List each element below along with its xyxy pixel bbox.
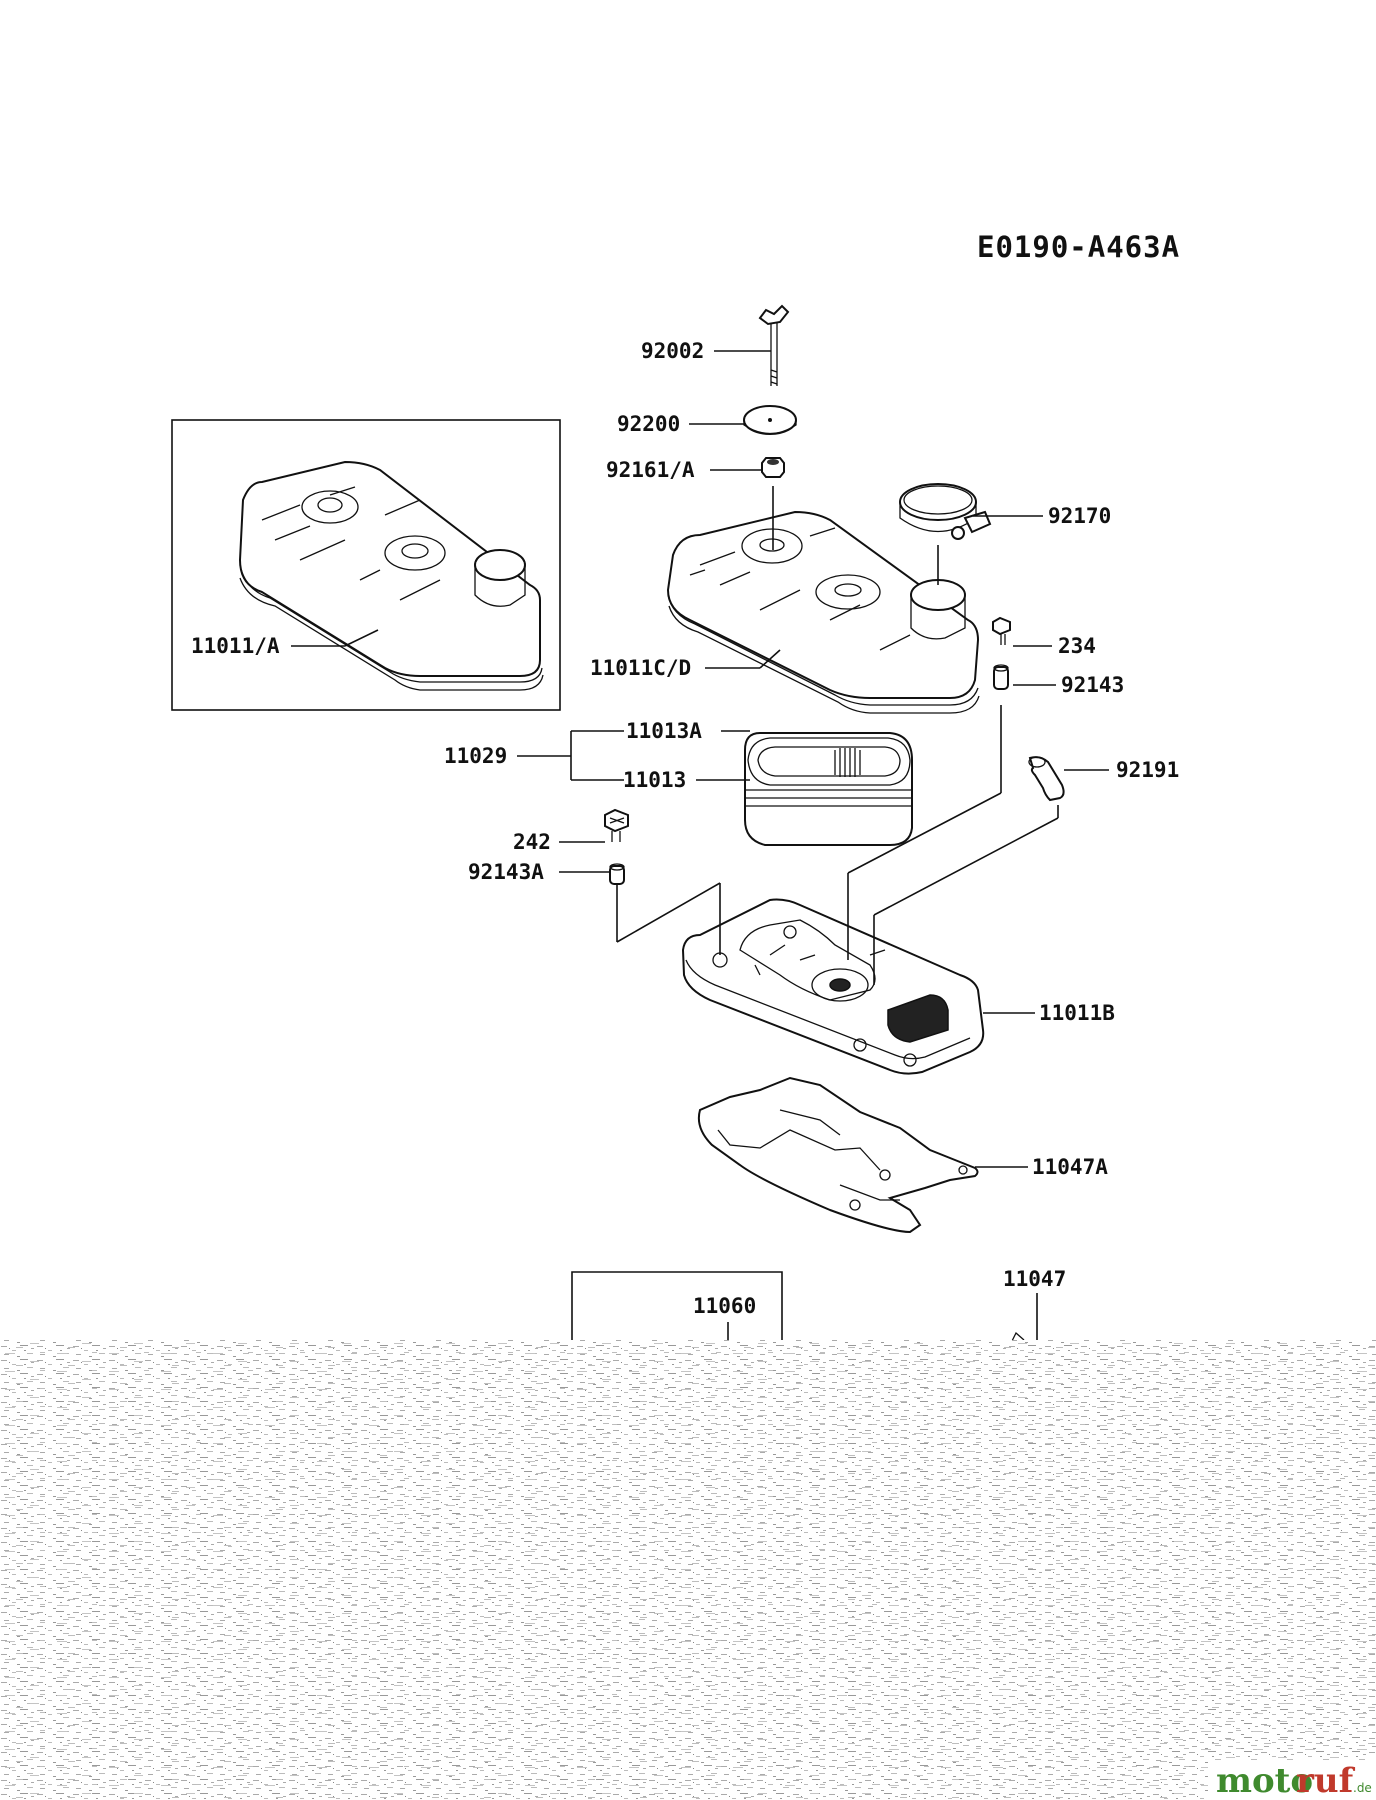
clamp-92170-drawing	[899, 483, 992, 540]
collar-92143a-drawing	[609, 863, 625, 885]
label-11011cd: 11011C/D	[590, 656, 691, 680]
label-92002: 92002	[641, 339, 704, 363]
label-11047a: 11047A	[1032, 1155, 1108, 1179]
nut-92161a-drawing	[761, 457, 785, 478]
plate-11047a-drawing	[697, 1076, 979, 1234]
cover-11011cd-drawing	[666, 510, 980, 714]
label-11011a: 11011/A	[191, 634, 280, 658]
wing-bolt-92002-drawing	[758, 304, 790, 386]
label-11011b: 11011B	[1039, 1001, 1115, 1025]
base-11011b-drawing	[681, 898, 985, 1075]
elbow-92191-drawing	[1028, 756, 1065, 802]
cover-11011a-drawing	[238, 460, 544, 691]
label-92161a: 92161/A	[606, 458, 695, 482]
watermark-logo: moto ruf .de	[1208, 1760, 1376, 1800]
label-92200: 92200	[617, 412, 680, 436]
label-92170: 92170	[1048, 504, 1111, 528]
label-11047: 11047	[1003, 1267, 1066, 1291]
diagram-code: E0190-A463A	[977, 230, 1180, 264]
screw-234-drawing	[992, 616, 1011, 645]
washer-92200-drawing	[743, 405, 797, 435]
label-234: 234	[1058, 634, 1096, 658]
bolt-242-drawing	[604, 808, 629, 842]
leader-lines	[291, 350, 1109, 1168]
label-11029: 11029	[444, 744, 507, 768]
inset-frame	[171, 419, 561, 711]
kit-frame-11060	[571, 1271, 783, 1345]
label-92143a: 92143A	[468, 860, 544, 884]
watermark-part1: moto	[1216, 1761, 1313, 1800]
label-92143: 92143	[1061, 673, 1124, 697]
watermark-part2: ruf	[1296, 1761, 1356, 1800]
label-92191: 92191	[1116, 758, 1179, 782]
air-filter-element-drawing	[744, 732, 913, 846]
watermark-suffix: .de	[1353, 1781, 1372, 1795]
label-11013: 11013	[623, 768, 686, 792]
label-11013a: 11013A	[626, 719, 702, 743]
label-242: 242	[513, 830, 551, 854]
label-11060: 11060	[693, 1294, 756, 1318]
collar-92143-drawing	[993, 664, 1009, 690]
